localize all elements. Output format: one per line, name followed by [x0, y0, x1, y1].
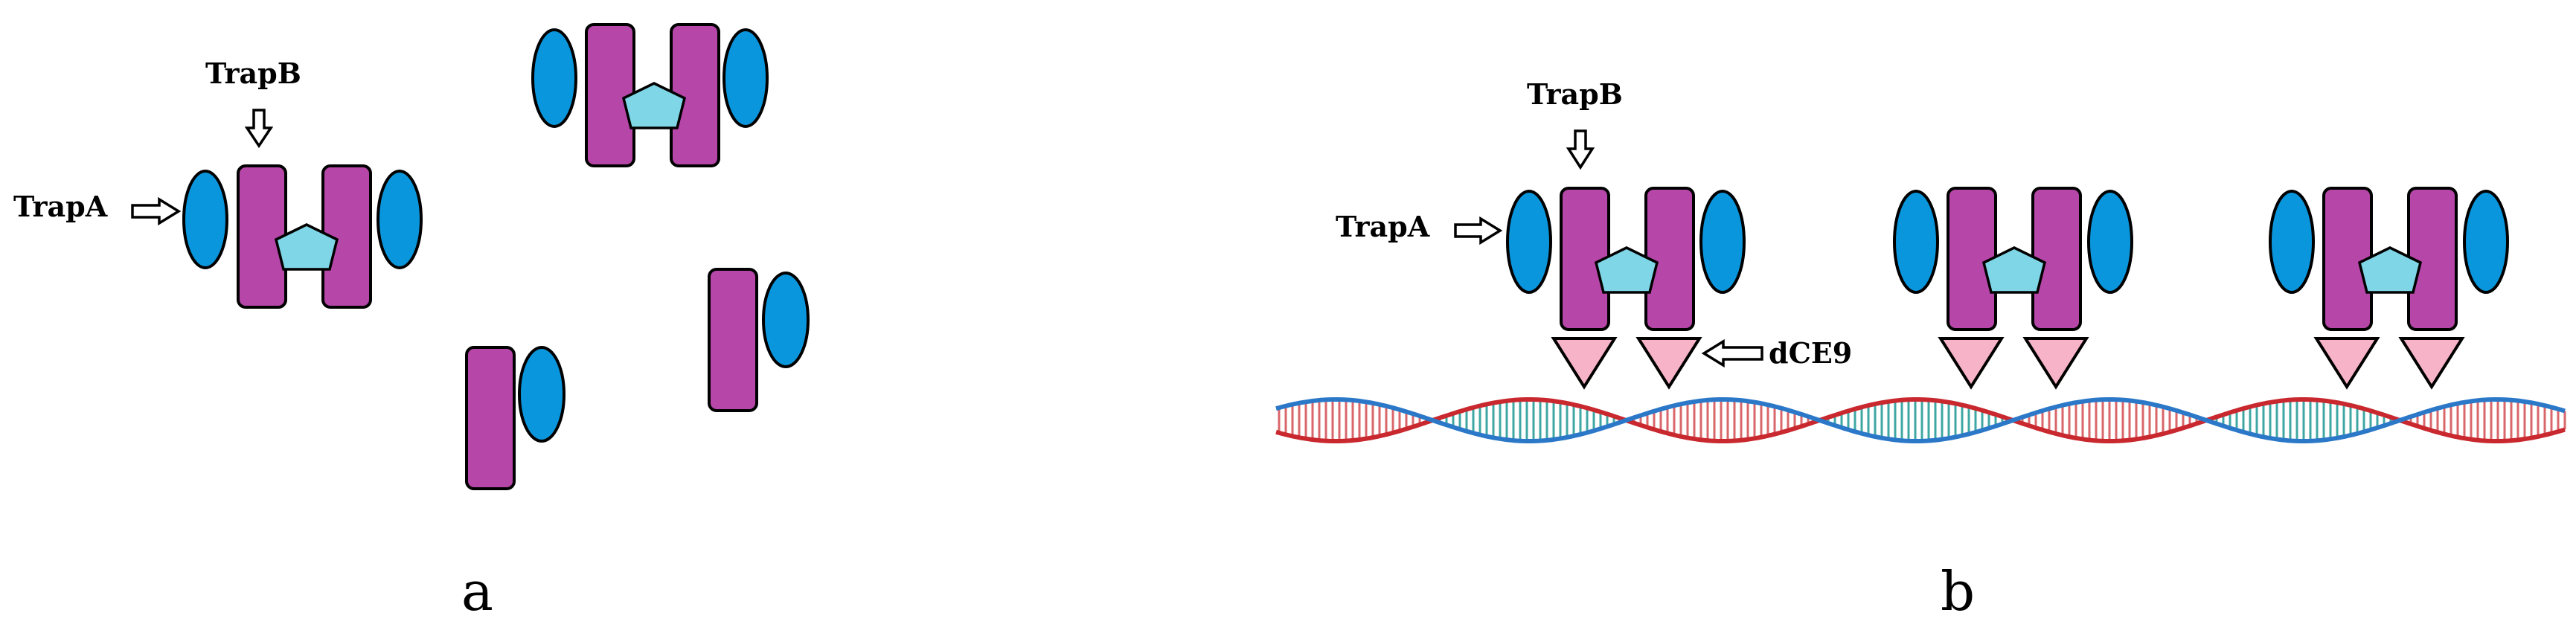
- dna-strand-blue: [1275, 397, 2566, 443]
- trapa-subunit: [182, 170, 228, 269]
- trap-monomer: [708, 268, 810, 412]
- dce9-triangle: [1551, 337, 1618, 390]
- trapb-subunit: [1644, 187, 1695, 331]
- trapa-subunit: [1506, 190, 1552, 294]
- trapa-subunit: [2463, 190, 2509, 294]
- dce9-label: dCE9: [1769, 336, 1852, 370]
- trap-monomer: [465, 346, 565, 490]
- down-arrow-icon: [1566, 129, 1595, 170]
- trapb-subunit: [708, 268, 758, 412]
- trap-complex-dna-bound: [1506, 187, 1746, 390]
- trapa-subunit: [531, 28, 577, 128]
- dce9-triangle: [2398, 337, 2465, 390]
- trapa-subunit: [762, 272, 810, 368]
- trapa-subunit: [1893, 190, 1939, 294]
- trapa-label: TrapA: [13, 190, 108, 223]
- panel-b: TrapB TrapA dCE9 b: [1275, 77, 2566, 623]
- trapa-subunit: [2087, 190, 2133, 294]
- trapa-subunit: [1699, 190, 1746, 294]
- trap-complex-labeled: [182, 164, 423, 309]
- dna-strand-red: [1275, 397, 2566, 443]
- down-arrow-icon: [244, 109, 274, 149]
- trapa-subunit: [518, 346, 565, 443]
- trapa-label: TrapA: [1336, 210, 1430, 243]
- core-pentagon: [274, 223, 339, 271]
- left-arrow-icon: [1701, 338, 1763, 368]
- dna-double-helix: [1275, 397, 2566, 443]
- trapa-subunit: [377, 170, 423, 269]
- trapa-subunit: [723, 28, 769, 128]
- core-pentagon: [2357, 246, 2423, 294]
- dce9-triangle: [1938, 337, 2005, 390]
- trapa-label-group: TrapA: [13, 190, 182, 226]
- core-pentagon: [621, 82, 687, 129]
- right-arrow-icon: [131, 196, 182, 226]
- dce9-triangle: [2313, 337, 2380, 390]
- dce9-triangle: [1635, 337, 1702, 390]
- panel-a: TrapB TrapA a: [13, 23, 810, 623]
- trap-complex-dna-bound: [2269, 187, 2509, 390]
- trap-complex-dna-bound: [1893, 187, 2133, 390]
- trapb-subunit: [465, 346, 516, 490]
- trapb-label-group: TrapB: [1527, 77, 1623, 170]
- right-arrow-icon: [1454, 216, 1503, 245]
- trapb-label: TrapB: [1527, 77, 1623, 111]
- core-pentagon: [1594, 246, 1659, 294]
- trapb-subunit: [237, 164, 287, 309]
- trapb-label: TrapB: [205, 57, 301, 90]
- dce9-label-group: dCE9: [1701, 336, 1852, 370]
- core-pentagon: [1981, 246, 2047, 294]
- trapa-subunit: [2269, 190, 2315, 294]
- dce9-triangle: [2022, 337, 2089, 390]
- trap-complex: [531, 23, 769, 167]
- panel-label-b: b: [1941, 560, 1975, 623]
- panel-label-a: a: [461, 560, 493, 623]
- trapa-label-group: TrapA: [1336, 210, 1503, 245]
- trapb-label-group: TrapB: [205, 57, 301, 149]
